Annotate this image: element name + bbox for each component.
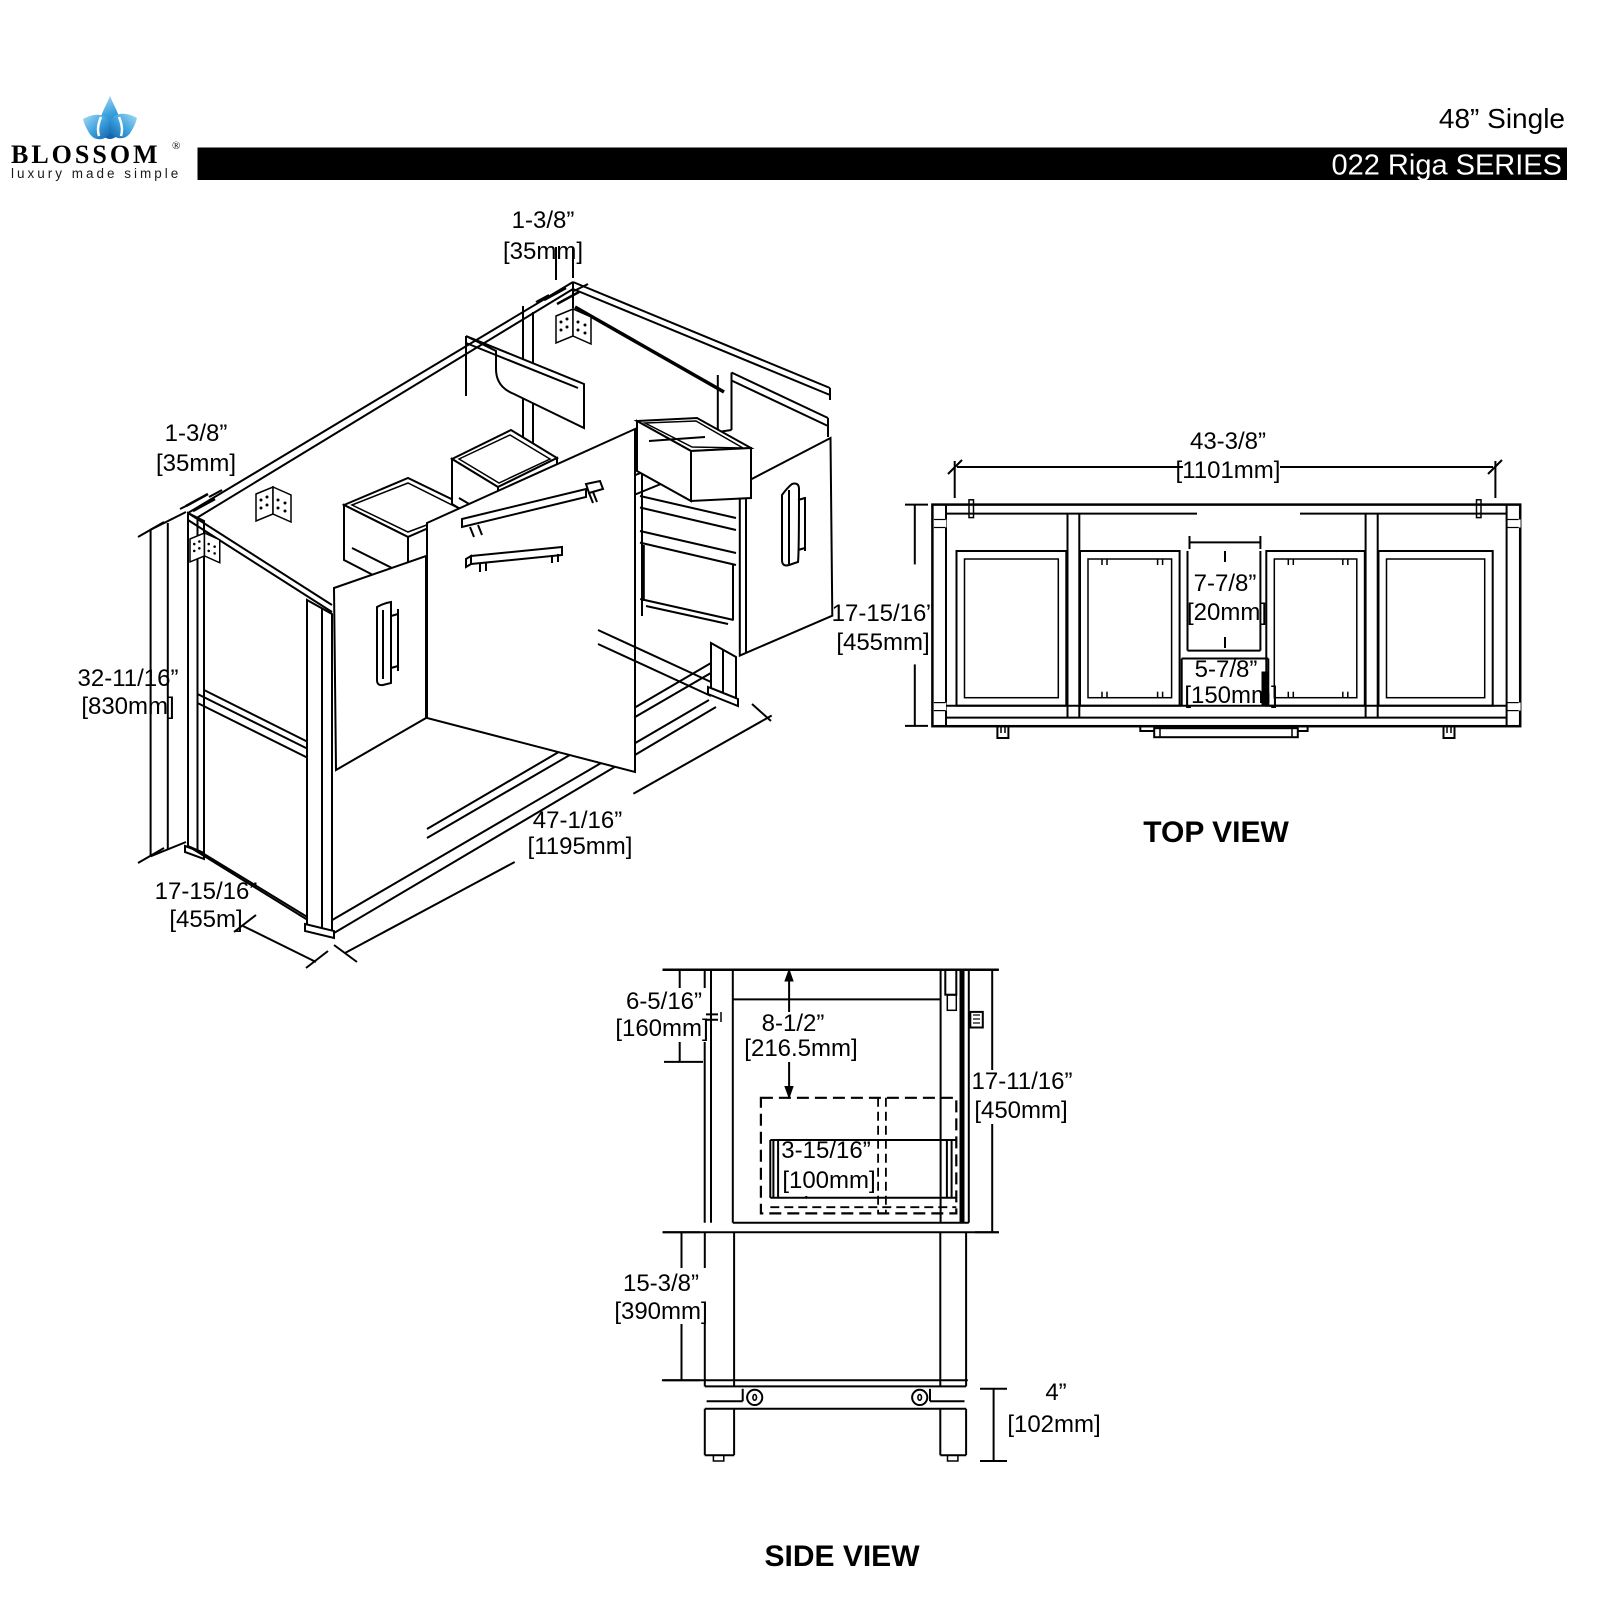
svg-text:3-15/16”: 3-15/16”: [781, 1137, 870, 1164]
svg-text:[455m]: [455m]: [169, 906, 242, 933]
svg-text:1-3/8”: 1-3/8”: [165, 420, 228, 447]
svg-text:[35mm]: [35mm]: [156, 450, 236, 477]
svg-text:1-3/8”: 1-3/8”: [512, 207, 575, 234]
svg-text:5-7/8”: 5-7/8”: [1195, 656, 1258, 683]
svg-text:[450mm]: [450mm]: [974, 1097, 1067, 1124]
svg-text:17-15/16”: 17-15/16”: [832, 600, 935, 627]
svg-text:43-3/8”: 43-3/8”: [1190, 428, 1266, 455]
svg-text:32-11/16”: 32-11/16”: [78, 665, 179, 692]
svg-text:[390mm]: [390mm]: [614, 1298, 707, 1325]
svg-text:[455mm]: [455mm]: [836, 629, 929, 656]
svg-text:TOP VIEW: TOP VIEW: [1143, 816, 1289, 849]
svg-text:47-1/16”: 47-1/16”: [533, 807, 622, 834]
svg-text:luxury made simple: luxury made simple: [11, 166, 181, 181]
svg-text:BLOSSOM: BLOSSOM: [11, 140, 161, 169]
svg-text:[160mm]: [160mm]: [615, 1015, 708, 1042]
svg-text:SIDE VIEW: SIDE VIEW: [764, 1540, 920, 1573]
svg-text:[1195mm]: [1195mm]: [528, 833, 633, 860]
svg-text:17-15/16”: 17-15/16”: [155, 878, 258, 905]
svg-text:4”: 4”: [1045, 1379, 1066, 1406]
svg-text:[20mm]: [20mm]: [1187, 599, 1267, 626]
svg-text:8-1/2”: 8-1/2”: [762, 1010, 825, 1037]
svg-text:17-11/16”: 17-11/16”: [972, 1068, 1073, 1095]
svg-text:[830mm]: [830mm]: [81, 693, 174, 720]
svg-text:48” Single: 48” Single: [1439, 103, 1565, 134]
svg-text:022 Riga SERIES: 022 Riga SERIES: [1331, 150, 1562, 182]
svg-text:[1101mm]: [1101mm]: [1176, 457, 1281, 484]
svg-text:®: ®: [172, 140, 180, 152]
svg-text:[150mm]: [150mm]: [1184, 682, 1277, 709]
svg-text:[35mm]: [35mm]: [503, 238, 583, 265]
svg-text:[216.5mm]: [216.5mm]: [744, 1035, 857, 1062]
svg-text:[102mm]: [102mm]: [1007, 1411, 1100, 1438]
svg-text:15-3/8”: 15-3/8”: [623, 1270, 699, 1297]
svg-text:7-7/8”: 7-7/8”: [1194, 570, 1257, 597]
svg-text:6-5/16”: 6-5/16”: [626, 988, 702, 1015]
svg-text:[100mm]: [100mm]: [782, 1167, 875, 1194]
